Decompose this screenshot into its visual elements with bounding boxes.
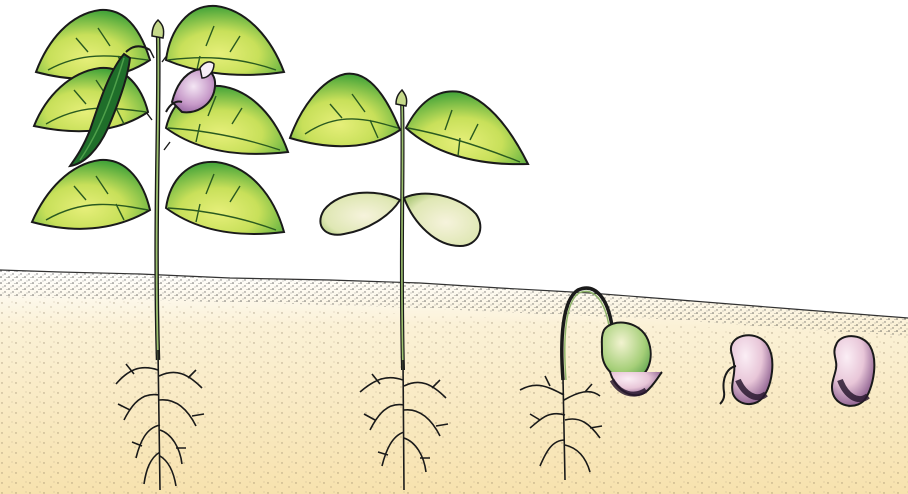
seed-stage — [832, 336, 874, 406]
soil — [0, 270, 908, 494]
bean-seed-icon — [832, 336, 874, 406]
